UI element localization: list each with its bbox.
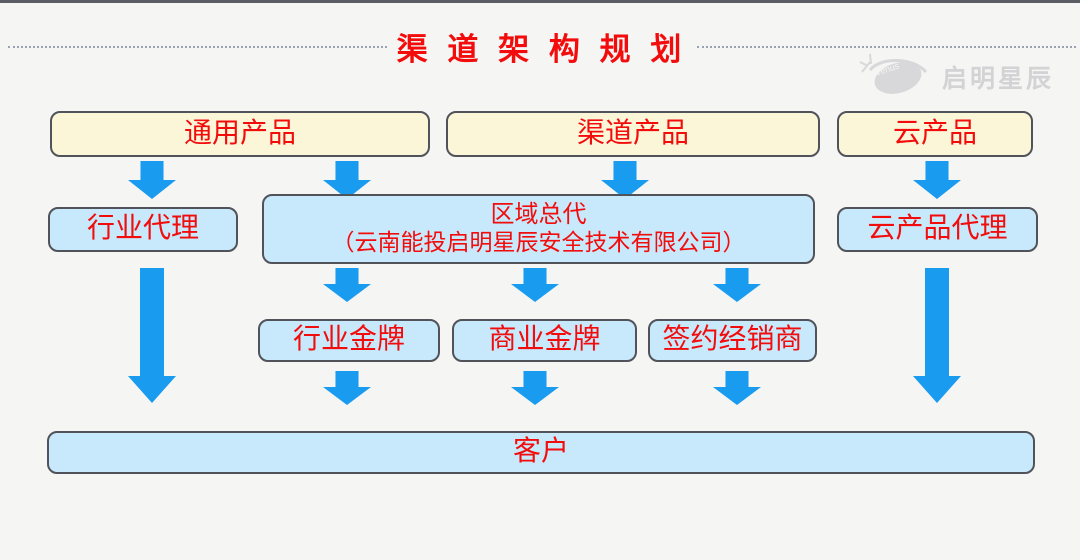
arrow-industry-agent-to-customer: [128, 268, 176, 403]
title-bar: 渠 道 架 构 规 划: [8, 24, 1076, 69]
regional-master-subtitle: （云南能投启明星辰安全技术有限公司）: [331, 229, 746, 255]
arrow-regional-to-signed-dealer: [713, 268, 761, 302]
node-cloud-products: 云产品: [837, 111, 1033, 157]
node-industry-gold: 行业金牌: [258, 319, 440, 362]
venus-swoosh-icon: Venus: [856, 50, 934, 103]
top-border-line: [0, 0, 1080, 3]
title-rule-right: [697, 45, 1076, 48]
node-channel-products: 渠道产品: [446, 111, 820, 157]
venustech-logo: Venus 启明星辰: [856, 50, 1054, 103]
arrow-general-to-industry-agent: [128, 161, 176, 199]
arrow-regional-to-industry-gold: [323, 268, 371, 302]
regional-master-title: 区域总代: [490, 201, 587, 228]
arrow-signed-dealer-to-customer: [713, 371, 761, 405]
node-customer: 客户: [47, 431, 1035, 474]
arrow-industry-gold-to-customer: [323, 371, 371, 405]
page-title: 渠 道 架 构 规 划: [396, 32, 688, 67]
node-industry-agent: 行业代理: [48, 207, 238, 252]
node-commercial-gold: 商业金牌: [452, 319, 637, 362]
arrow-cloud-agent-to-customer: [913, 268, 961, 403]
node-general-products: 通用产品: [50, 111, 430, 157]
node-signed-dealer: 签约经销商: [648, 319, 817, 362]
arrow-regional-to-commercial-gold: [511, 268, 559, 302]
title-rule-left: [8, 45, 387, 48]
logo-brand-text: 启明星辰: [941, 64, 1054, 93]
node-regional-master: 区域总代 （云南能投启明星辰安全技术有限公司）: [262, 194, 815, 264]
node-cloud-agent: 云产品代理: [837, 207, 1038, 252]
arrow-cloud-to-cloud-agent: [913, 161, 961, 199]
arrow-commercial-gold-to-customer: [511, 371, 559, 405]
